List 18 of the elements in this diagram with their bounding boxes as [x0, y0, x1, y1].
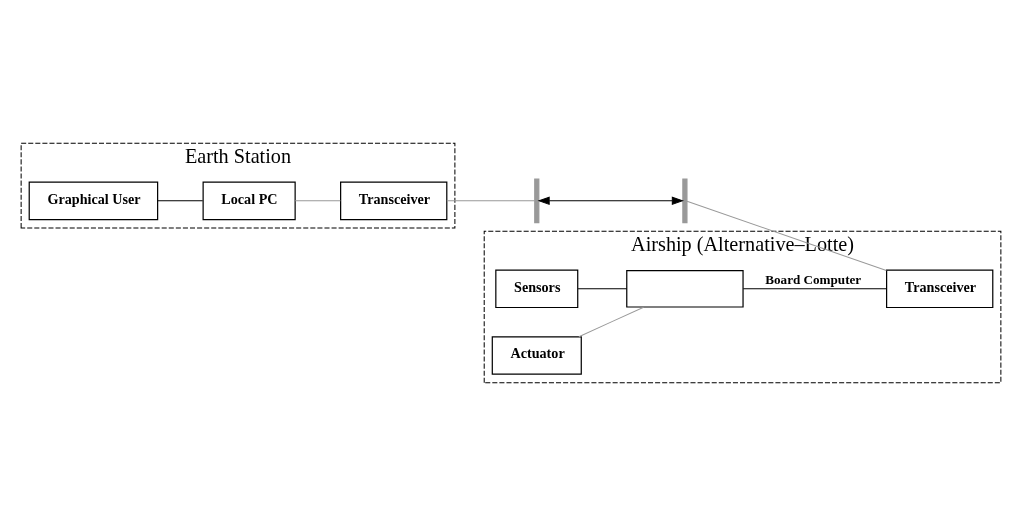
- connector: [742, 287, 887, 289]
- node-box: Transceiver: [339, 181, 447, 220]
- connector: [445, 199, 535, 201]
- connector: [686, 200, 887, 271]
- node-box: Sensors: [494, 268, 578, 308]
- connector: [294, 199, 341, 201]
- node-box: Transceiver: [885, 268, 993, 308]
- connector: [577, 287, 627, 289]
- node-bar: [681, 177, 688, 223]
- node-box: [625, 269, 744, 308]
- connector: [156, 199, 203, 201]
- node-box: Graphical User: [28, 181, 158, 220]
- node-box: Actuator: [491, 335, 582, 375]
- edge-label: Board Computer: [764, 271, 861, 287]
- arrow: [537, 196, 684, 205]
- node-bar: [533, 177, 539, 223]
- connector: [577, 306, 644, 337]
- node-box: Local PC: [202, 181, 296, 220]
